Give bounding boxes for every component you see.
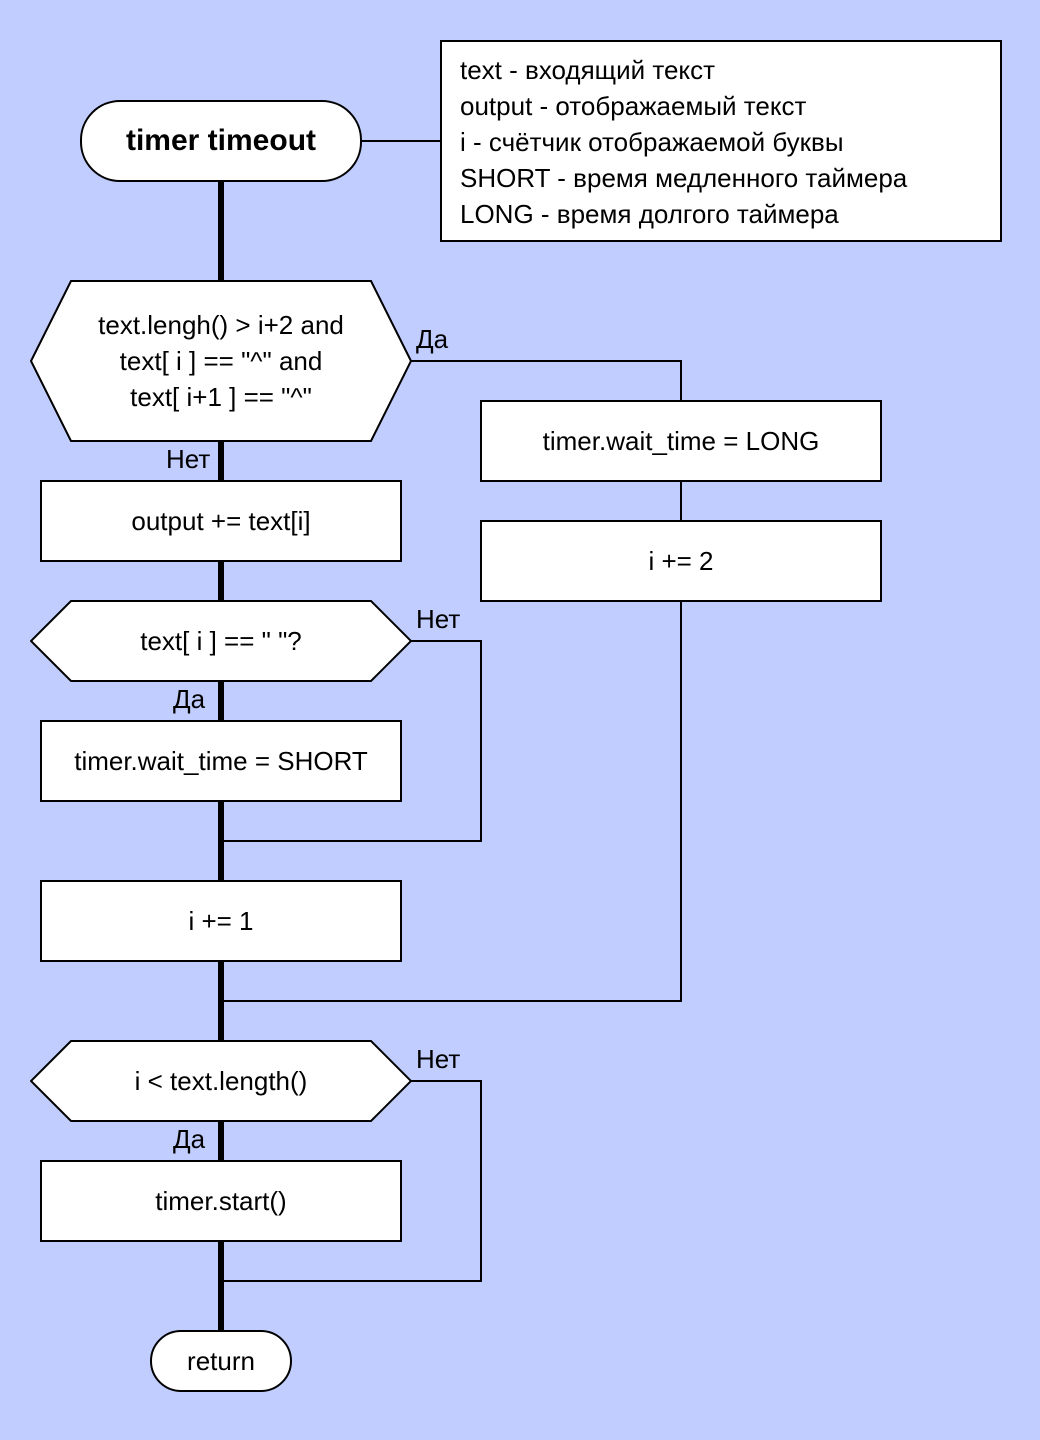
- decision-label: text[ i ] == " "?: [140, 626, 302, 656]
- legend-line: i - счётчик отображаемой буквы: [460, 127, 844, 157]
- step-set-short: timer.wait_time = SHORT: [40, 720, 402, 802]
- step-add-two: i += 2: [480, 520, 882, 602]
- step-add-one: i += 1: [40, 880, 402, 962]
- end-label: return: [187, 1345, 255, 1376]
- step-label: i += 2: [648, 545, 714, 576]
- decision-space: text[ i ] == " "?: [30, 600, 412, 682]
- step-label: timer.wait_time = LONG: [542, 425, 820, 456]
- decision-double-caret: text.lengh() > i+2 and text[ i ] == "^" …: [30, 280, 412, 442]
- step-label: i += 1: [188, 905, 254, 936]
- decision-length: i < text.length(): [30, 1040, 412, 1122]
- branch-label-no: Нет: [166, 444, 211, 474]
- branch-label-yes: Да: [173, 1124, 206, 1154]
- step-set-long: timer.wait_time = LONG: [480, 400, 882, 482]
- legend-line: output - отображаемый текст: [460, 91, 807, 121]
- legend-line: LONG - время долгого таймера: [460, 199, 839, 229]
- decision-line: text[ i+1 ] == "^": [130, 382, 312, 412]
- legend-line: text - входящий текст: [460, 55, 715, 85]
- hexagon-shape: [30, 280, 412, 442]
- variable-legend: text - входящий текст output - отображае…: [440, 40, 1002, 242]
- branch-label-no: Нет: [416, 1044, 461, 1074]
- branch-label-yes: Да: [416, 324, 449, 354]
- start-terminal: timer timeout: [80, 100, 362, 182]
- branch-label-no: Нет: [416, 604, 461, 634]
- step-start-timer: timer.start(): [40, 1160, 402, 1242]
- hexagon-shape: [30, 1040, 412, 1122]
- step-label: timer.start(): [155, 1185, 287, 1216]
- legend-line: SHORT - время медленного таймера: [460, 163, 908, 193]
- decision-line: text[ i ] == "^" and: [119, 346, 323, 376]
- decision-line: text.lengh() > i+2 and: [98, 310, 344, 340]
- step-label: output += text[i]: [131, 505, 311, 536]
- branch-label-yes: Да: [173, 684, 206, 714]
- step-append-output: output += text[i]: [40, 480, 402, 562]
- decision-label: i < text.length(): [134, 1066, 308, 1096]
- hexagon-shape: [30, 600, 412, 682]
- step-label: timer.wait_time = SHORT: [74, 745, 368, 776]
- start-label: timer timeout: [125, 124, 317, 157]
- end-terminal: return: [150, 1330, 292, 1392]
